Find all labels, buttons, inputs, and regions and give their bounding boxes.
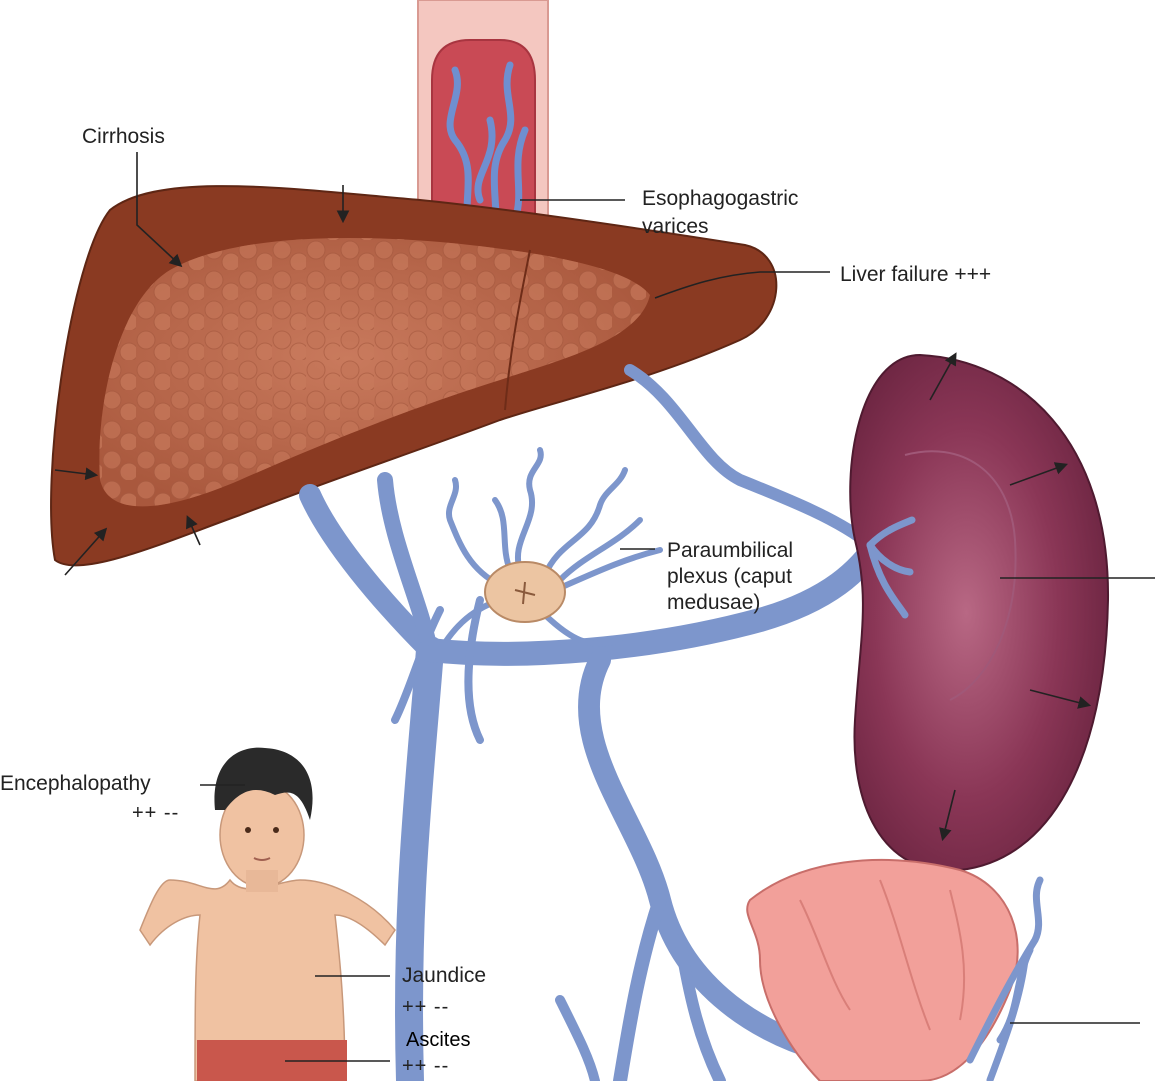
- label-cirrhosis: Cirrhosis: [82, 124, 165, 150]
- label-jaundice-grade: ++ --: [402, 994, 449, 1020]
- label-ascites-grade: ++ --: [402, 1053, 449, 1079]
- label-plexus-line2: plexus (caput: [667, 564, 792, 590]
- child-figure: [140, 748, 395, 1081]
- label-plexus-line1: Paraumbilical: [667, 538, 793, 564]
- spleen: [850, 355, 1108, 871]
- label-plexus-line3: medusae): [667, 590, 760, 616]
- label-varices-line1: Esophagogastric: [642, 186, 798, 212]
- label-ascites: Ascites: [406, 1027, 470, 1053]
- umbilicus-plexus: [435, 450, 660, 660]
- label-liver-failure: Liver failure +++: [840, 262, 991, 288]
- label-jaundice: Jaundice: [402, 963, 486, 989]
- label-encephalopathy: Encephalopathy: [0, 771, 151, 797]
- label-encephalopathy-grade: ++ --: [132, 800, 179, 826]
- label-varices-line2: varices: [642, 214, 709, 240]
- liver: [51, 186, 776, 565]
